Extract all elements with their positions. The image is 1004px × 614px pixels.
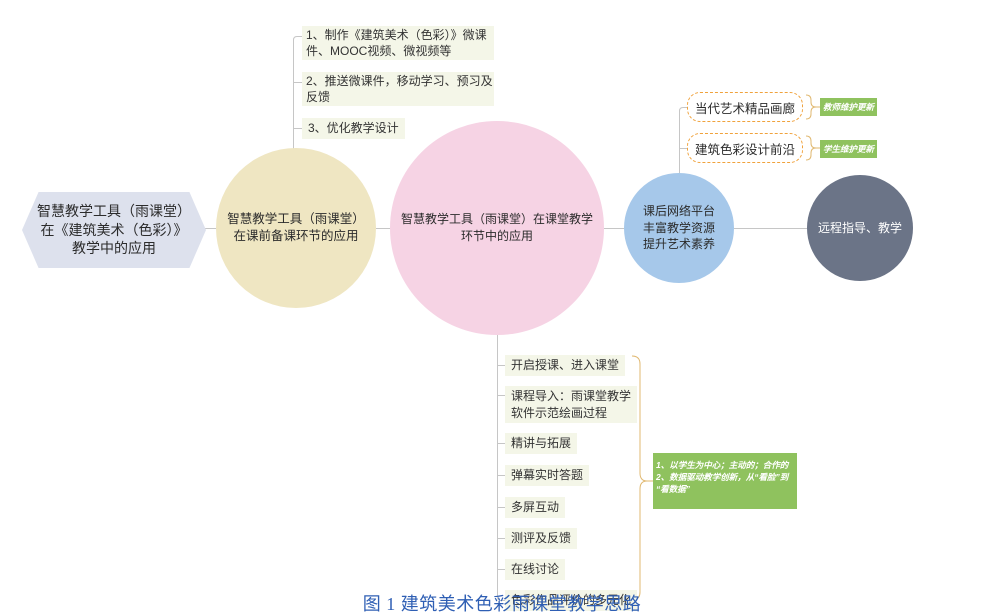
in-class-item-line: 色彩作品评价的多元化 bbox=[511, 593, 632, 607]
root-topic: 智慧教学工具（雨课堂） 在《建筑美术（色彩）》 教学中的应用 bbox=[22, 192, 206, 268]
in-class-item-line: 在线讨论 bbox=[511, 562, 560, 576]
summary-bracket bbox=[631, 355, 653, 601]
in-class-item: 在线讨论 bbox=[505, 559, 566, 580]
after-class-topic-line: 丰富教学资源 bbox=[642, 220, 715, 235]
in-class-item: 课程导入：雨课堂教学 软件示范绘画过程 bbox=[505, 386, 638, 423]
remote-guidance-label: 远程指导、教学 bbox=[817, 221, 902, 235]
pre-class-item-line: 1、制作《建筑美术（色彩）》微课 bbox=[306, 28, 487, 42]
after-class-topic-line: 提升艺术素养 bbox=[642, 237, 715, 252]
in-class-item-line: 精讲与拓展 bbox=[511, 436, 572, 450]
root-topic-line: 在《建筑美术（色彩）》 bbox=[40, 221, 188, 238]
pre-class-item: 2、推送微课件，移动学习、预习及 反馈 bbox=[302, 72, 494, 106]
after-class-topic: 课后网络平台 丰富教学资源 提升艺术素养 bbox=[624, 173, 734, 283]
summary-line: “看数据” bbox=[656, 484, 691, 494]
tag-bracket-student bbox=[805, 135, 820, 161]
connector-after-class-branch bbox=[679, 107, 687, 173]
in-class-item-line: 课程导入：雨课堂教学 bbox=[511, 389, 632, 403]
pre-class-item-line: 反馈 bbox=[306, 90, 331, 104]
summary-line: 2、数据驱动教学创新，从“看脸”到 bbox=[656, 472, 789, 482]
tag-bracket-teacher bbox=[805, 94, 820, 120]
student-maintained-tag: 学生维护更新 bbox=[820, 140, 877, 158]
remote-guidance-topic: 远程指导、教学 bbox=[807, 175, 913, 281]
pre-class-topic-line: 在课前备课环节的应用 bbox=[233, 229, 359, 243]
in-class-summary-note: 1、以学生为中心；主动的；合作的 2、数据驱动教学创新，从“看脸”到 “看数据” bbox=[653, 453, 797, 509]
root-topic-line: 智慧教学工具（雨课堂） bbox=[37, 203, 191, 220]
in-class-item: 精讲与拓展 bbox=[505, 433, 578, 454]
in-class-item: 色彩作品评价的多元化 bbox=[505, 590, 638, 611]
in-class-item-line: 开启授课、进入课堂 bbox=[511, 358, 620, 372]
in-class-topic-line: 环节中的应用 bbox=[460, 229, 533, 243]
in-class-topic: 智慧教学工具（雨课堂）在课堂教学 环节中的应用 bbox=[390, 121, 604, 335]
in-class-item: 多屏互动 bbox=[505, 497, 566, 518]
root-topic-line: 教学中的应用 bbox=[72, 240, 156, 257]
figure-caption: 图 1 建筑美术色彩雨课堂教学思路 bbox=[362, 594, 642, 614]
pre-class-item-line: 3、优化教学设计 bbox=[308, 121, 399, 135]
after-class-topic-line: 课后网络平台 bbox=[642, 204, 715, 219]
in-class-item: 测评及反馈 bbox=[505, 528, 578, 549]
teacher-maintained-tag: 教师维护更新 bbox=[820, 98, 877, 116]
pre-class-topic-line: 智慧教学工具（雨课堂） bbox=[227, 212, 365, 226]
after-class-item-frontier: 建筑色彩设计前沿 bbox=[687, 133, 803, 163]
in-class-item: 开启授课、进入课堂 bbox=[505, 355, 626, 376]
pre-class-item: 1、制作《建筑美术（色彩）》微课 件、MOOC视频、微视频等 bbox=[302, 26, 494, 60]
in-class-item-line: 弹幕实时答题 bbox=[511, 468, 584, 482]
pre-class-item-line: 件、MOOC视频、微视频等 bbox=[306, 44, 452, 58]
in-class-item-line: 软件示范绘画过程 bbox=[511, 405, 608, 420]
after-class-item-gallery: 当代艺术精品画廊 bbox=[687, 92, 803, 122]
in-class-topic-line: 智慧教学工具（雨课堂）在课堂教学 bbox=[400, 212, 593, 226]
in-class-item: 弹幕实时答题 bbox=[505, 465, 590, 486]
pre-class-item-line: 2、推送微课件，移动学习、预习及 bbox=[306, 74, 493, 88]
connector-in-class-branch bbox=[497, 335, 505, 601]
connector-pre-class-branch bbox=[293, 36, 302, 149]
pre-class-topic: 智慧教学工具（雨课堂） 在课前备课环节的应用 bbox=[216, 148, 376, 308]
summary-line: 1、以学生为中心；主动的；合作的 bbox=[656, 460, 789, 470]
in-class-item-line: 多屏互动 bbox=[511, 500, 560, 514]
in-class-item-line: 测评及反馈 bbox=[511, 531, 572, 545]
pre-class-item: 3、优化教学设计 bbox=[302, 118, 405, 139]
